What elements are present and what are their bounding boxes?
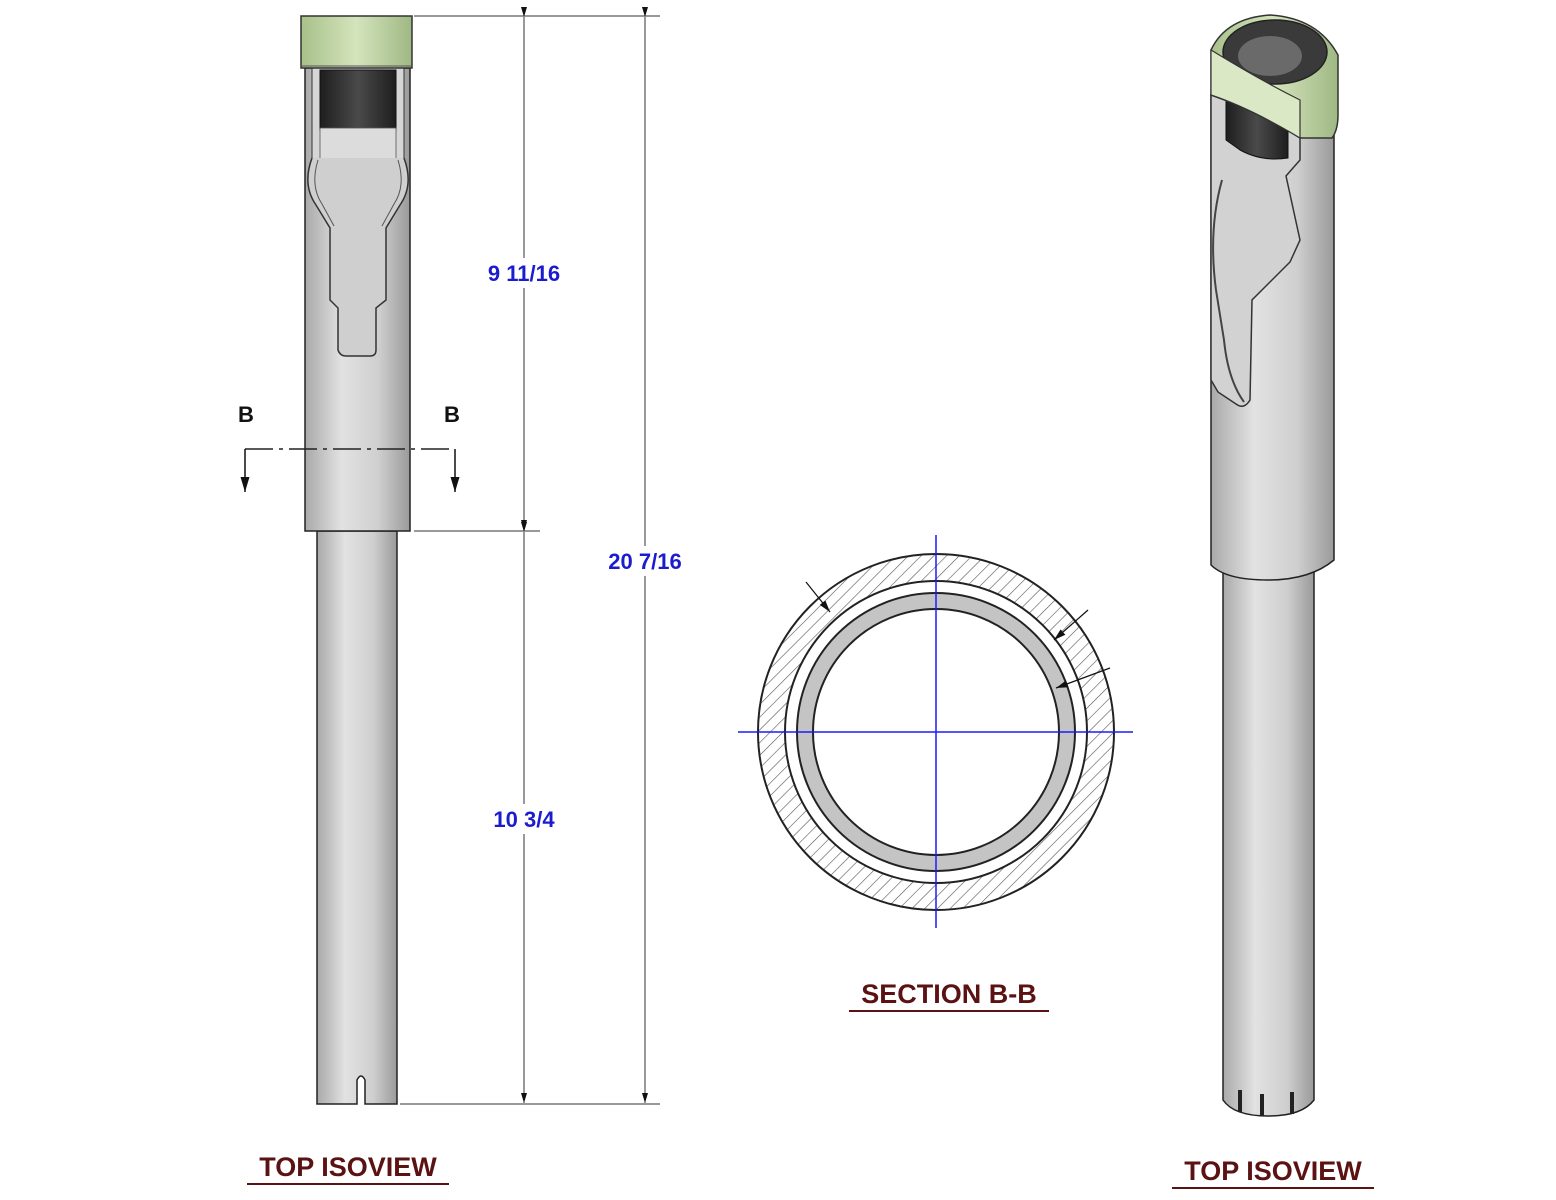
dark-insert <box>319 69 397 131</box>
leader-2 <box>1053 609 1089 641</box>
spring-clip-inner-right <box>381 159 402 227</box>
section-b-b-view <box>738 535 1133 928</box>
spring-clip-inner <box>314 159 335 227</box>
dim-upper-bg <box>476 258 572 288</box>
section-mark-right: B <box>444 402 460 427</box>
iso-cap-cut-face <box>1210 48 1301 140</box>
iso-cutaway <box>1210 94 1301 407</box>
dim-lower-bg <box>484 804 564 834</box>
section-mark-left: B <box>238 402 254 427</box>
iso-cap-opening-inner <box>1238 36 1302 76</box>
lower-tube <box>316 530 398 1105</box>
left-view-title: TOP ISOVIEW <box>259 1152 437 1182</box>
left-elevation-view <box>300 15 413 1105</box>
right-isometric-view <box>1210 14 1339 1117</box>
spring-clip <box>307 157 409 357</box>
iso-spring-clip <box>1212 179 1245 403</box>
section-view-title: SECTION B-B <box>861 979 1037 1009</box>
green-cap <box>300 15 413 69</box>
dim-upper-length: 9 11/16 <box>488 261 560 286</box>
section-cut-indicator: B B <box>238 402 460 492</box>
dim-lower-length: 10 3/4 <box>493 807 555 832</box>
leader-3 <box>1055 667 1111 689</box>
right-view-title: TOP ISOVIEW <box>1184 1156 1362 1186</box>
dimension-lines: 9 11/16 10 3/4 20 7/16 <box>400 7 692 1105</box>
dim-overall-bg <box>598 546 692 576</box>
leader-1 <box>805 581 831 613</box>
iso-lower-tube <box>1222 569 1315 1117</box>
dim-overall-length: 20 7/16 <box>608 549 681 574</box>
view-titles: TOP ISOVIEW SECTION B-B TOP ISOVIEW <box>247 979 1374 1189</box>
